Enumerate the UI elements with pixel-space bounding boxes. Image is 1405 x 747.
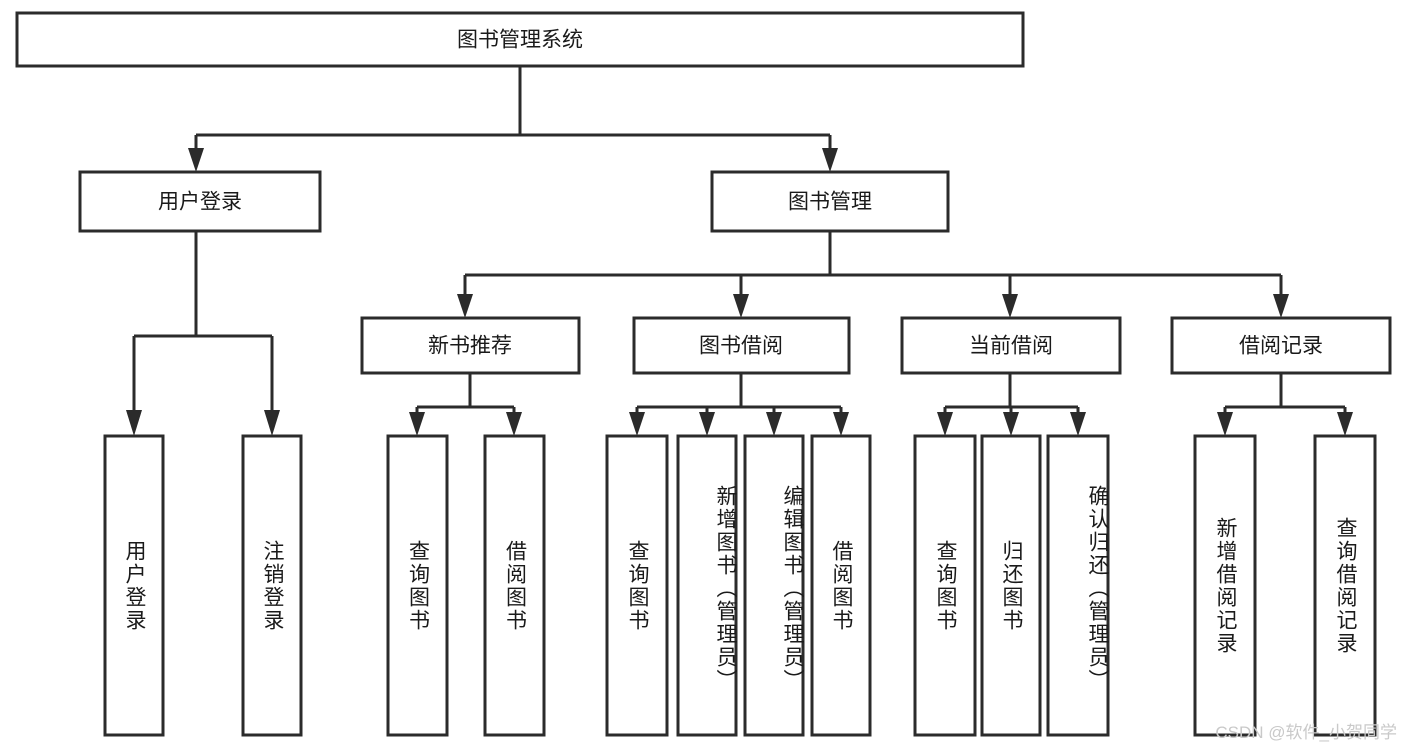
node-box-leaf-logout[interactable] — [241, 434, 303, 737]
node-label-leaf-query-book-3: 查询图书 — [934, 539, 958, 632]
node-box-leaf-borrow-book-1[interactable] — [483, 434, 546, 737]
arrow-head-leaf-add-book-admin — [699, 412, 715, 436]
arrow-head-leaf-logout — [264, 410, 280, 436]
arrow-head-leaf-query-book-3 — [937, 412, 953, 436]
node-label-leaf-add-borrow-record: 新增借阅记录 — [1214, 516, 1238, 655]
node-label-leaf-user-login: 用户登录 — [123, 539, 147, 632]
node-label-user-login: 用户登录 — [158, 191, 242, 214]
node-label-book-manage: 图书管理 — [788, 191, 872, 214]
node-label-leaf-logout: 注销登录 — [261, 539, 285, 632]
arrow-head-leaf-query-borrow-record — [1337, 412, 1353, 436]
node-box-leaf-query-book-2[interactable] — [605, 434, 669, 737]
node-label-leaf-query-borrow-record: 查询借阅记录 — [1334, 516, 1358, 655]
node-box-new-book-recommend[interactable] — [360, 316, 581, 375]
arrow-head-leaf-query-book-2 — [629, 412, 645, 436]
node-label-leaf-borrow-book-2: 借阅图书 — [830, 539, 854, 632]
node-label-leaf-return-book: 归还图书 — [1000, 539, 1024, 632]
arrow-head-leaf-borrow-book-2 — [833, 412, 849, 436]
node-box-borrow-record[interactable] — [1170, 316, 1392, 375]
arrow-head-leaf-confirm-return-admin — [1070, 412, 1086, 436]
node-box-leaf-query-borrow-record[interactable] — [1313, 434, 1377, 737]
node-box-leaf-confirm-return-admin[interactable] — [1046, 434, 1110, 737]
arrow-head-leaf-query-book-1 — [409, 412, 425, 436]
node-label-book-borrow: 图书借阅 — [699, 335, 783, 358]
node-label-leaf-borrow-book-1: 借阅图书 — [503, 539, 527, 632]
csdn-watermark: CSDN @软件_小贺同学 — [1215, 723, 1397, 742]
node-box-leaf-return-book[interactable] — [980, 434, 1042, 737]
node-label-leaf-query-book-2: 查询图书 — [626, 539, 650, 632]
node-box-user-login[interactable] — [78, 170, 322, 233]
node-box-leaf-query-book-1[interactable] — [386, 434, 449, 737]
node-box-book-manage[interactable] — [710, 170, 950, 233]
connector-group-borrow-record — [1217, 373, 1353, 436]
arrow-head-book-manage — [822, 148, 838, 172]
node-label-leaf-query-book-1: 查询图书 — [406, 539, 430, 632]
arrow-head-leaf-edit-book-admin — [766, 412, 782, 436]
node-box-leaf-edit-book-admin[interactable] — [743, 434, 805, 737]
node-label-root: 图书管理系统 — [457, 29, 583, 52]
node-box-leaf-user-login[interactable] — [103, 434, 165, 737]
node-label-leaf-add-book-admin: 新增图书（管理员） — [714, 485, 737, 692]
node-label-leaf-confirm-return-admin: 确认归还（管理员） — [1086, 485, 1109, 692]
node-label-current-borrow: 当前借阅 — [969, 335, 1053, 358]
arrow-head-leaf-user-login — [126, 410, 142, 436]
arrow-head-current-borrow — [1002, 294, 1018, 318]
node-box-leaf-add-borrow-record[interactable] — [1193, 434, 1257, 737]
connector-group-book-manage — [457, 231, 1289, 318]
arrow-head-leaf-add-borrow-record — [1217, 412, 1233, 436]
arrow-head-leaf-return-book — [1003, 412, 1019, 436]
connector-group-new-book-recommend — [409, 373, 522, 436]
connector-group-root — [188, 66, 838, 172]
arrow-head-leaf-borrow-book-1 — [506, 412, 522, 436]
node-label-leaf-edit-book-admin: 编辑图书（管理员） — [781, 485, 804, 692]
connector-group-book-borrow — [629, 373, 849, 436]
node-box-leaf-query-book-3[interactable] — [913, 434, 977, 737]
connector-group-current-borrow — [937, 373, 1086, 436]
node-label-borrow-record: 借阅记录 — [1239, 335, 1323, 358]
arrow-head-book-borrow — [733, 294, 749, 318]
arrow-head-borrow-record — [1273, 294, 1289, 318]
arrow-head-new-book-recommend — [457, 294, 473, 318]
node-box-book-borrow[interactable] — [632, 316, 851, 375]
node-box-root[interactable] — [15, 11, 1025, 68]
node-box-current-borrow[interactable] — [900, 316, 1122, 375]
node-box-leaf-add-book-admin[interactable] — [676, 434, 738, 737]
node-label-new-book-recommend: 新书推荐 — [428, 335, 512, 358]
connector-group-user-login — [126, 231, 280, 436]
arrow-head-user-login — [188, 148, 204, 172]
node-box-leaf-borrow-book-2[interactable] — [810, 434, 872, 737]
